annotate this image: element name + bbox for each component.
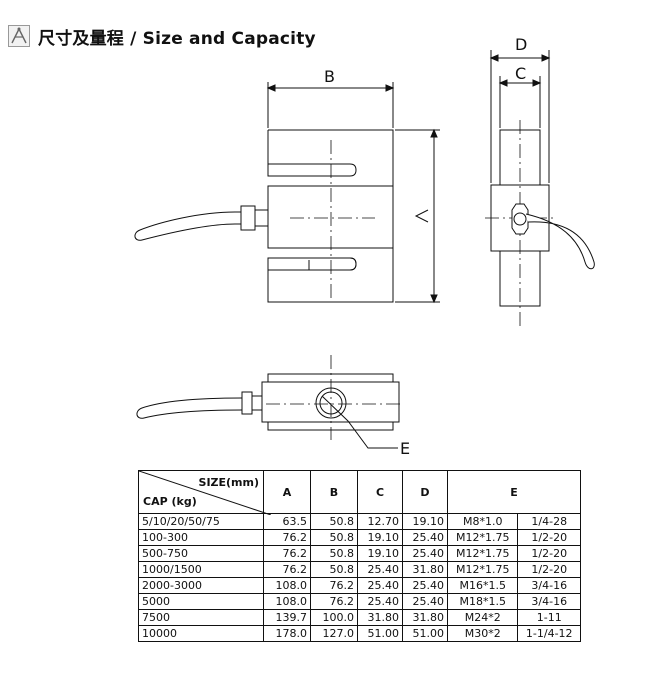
size-cell: M12*1.75	[446, 561, 519, 578]
table-header-row: SIZE(mm) CAP (kg) A B C D E	[138, 470, 581, 515]
diagonal-divider	[139, 471, 271, 515]
header-b: B	[310, 470, 358, 514]
size-cell: 76.2	[263, 529, 311, 546]
size-cell: 76.2	[263, 545, 311, 562]
size-cell: 1-11	[517, 609, 581, 626]
top-view	[136, 355, 400, 449]
size-cell: 1/2-20	[517, 561, 581, 578]
corner-header: SIZE(mm) CAP (kg)	[138, 470, 271, 515]
size-cell: 31.80	[402, 609, 448, 626]
size-cell: M12*1.75	[446, 545, 519, 562]
size-cell: 25.40	[357, 561, 403, 578]
size-cell: 31.80	[402, 561, 448, 578]
size-cell: M12*1.75	[446, 529, 519, 546]
capacity-cell: 100-300	[138, 529, 264, 546]
capacity-cell: 7500	[138, 609, 264, 626]
size-cell: 1/2-20	[517, 545, 581, 562]
title-row: 尺寸及量程 / Size and Capacity	[8, 22, 316, 50]
size-capacity-table: SIZE(mm) CAP (kg) A B C D E 5/10/20/50/7…	[138, 470, 581, 642]
label-c: C	[515, 64, 526, 83]
caliper-icon	[8, 25, 30, 47]
size-cell: 76.2	[263, 561, 311, 578]
side-view	[485, 50, 595, 330]
size-cell: M30*2	[446, 625, 519, 642]
size-cell: 108.0	[263, 577, 311, 594]
size-cell: M24*2	[446, 609, 519, 626]
size-cell: 25.40	[402, 577, 448, 594]
size-cell: 51.00	[357, 625, 403, 642]
size-cell: 108.0	[263, 593, 311, 610]
size-cell: 19.10	[357, 545, 403, 562]
page-title: 尺寸及量程 / Size and Capacity	[38, 28, 316, 49]
label-b: B	[324, 67, 335, 86]
corner-cap-label: CAP (kg)	[143, 495, 197, 508]
front-view	[134, 82, 440, 304]
size-cell: 50.8	[310, 545, 358, 562]
capacity-cell: 2000-3000	[138, 577, 264, 594]
size-cell: 51.00	[402, 625, 448, 642]
capacity-cell: 500-750	[138, 545, 264, 562]
size-cell: M8*1.0	[446, 513, 519, 530]
header-c: C	[357, 470, 403, 514]
capacity-cell: 1000/1500	[138, 561, 264, 578]
header-d: D	[402, 470, 448, 514]
size-cell: 76.2	[310, 593, 358, 610]
size-cell: 25.40	[402, 545, 448, 562]
size-cell: 100.0	[310, 609, 358, 626]
label-d: D	[515, 35, 527, 54]
header-e: E	[447, 470, 581, 514]
size-cell: 12.70	[357, 513, 403, 530]
size-cell: 50.8	[310, 513, 358, 530]
capacity-cell: 5000	[138, 593, 264, 610]
size-cell: 3/4-16	[517, 577, 581, 594]
size-cell: 1/2-20	[517, 529, 581, 546]
size-cell: 25.40	[402, 529, 448, 546]
size-cell: M16*1.5	[446, 577, 519, 594]
size-cell: 63.5	[263, 513, 311, 530]
technical-drawing: B D C A E	[134, 35, 595, 458]
capacity-cell: 10000	[138, 625, 264, 642]
size-cell: 19.10	[402, 513, 448, 530]
size-cell: 1-1/4-12	[517, 625, 581, 642]
label-e: E	[400, 439, 410, 458]
size-cell: 1/4-28	[517, 513, 581, 530]
size-cell: 76.2	[310, 577, 358, 594]
size-cell: 50.8	[310, 561, 358, 578]
size-cell: M18*1.5	[446, 593, 519, 610]
size-cell: 25.40	[357, 577, 403, 594]
size-cell: 127.0	[310, 625, 358, 642]
size-cell: 31.80	[357, 609, 403, 626]
size-cell: 178.0	[263, 625, 311, 642]
size-cell: 19.10	[357, 529, 403, 546]
size-cell: 50.8	[310, 529, 358, 546]
size-cell: 25.40	[357, 593, 403, 610]
corner-size-label: SIZE(mm)	[198, 476, 259, 489]
size-cell: 25.40	[402, 593, 448, 610]
capacity-cell: 5/10/20/50/75	[138, 513, 264, 530]
size-cell: 3/4-16	[517, 593, 581, 610]
size-cell: 139.7	[263, 609, 311, 626]
